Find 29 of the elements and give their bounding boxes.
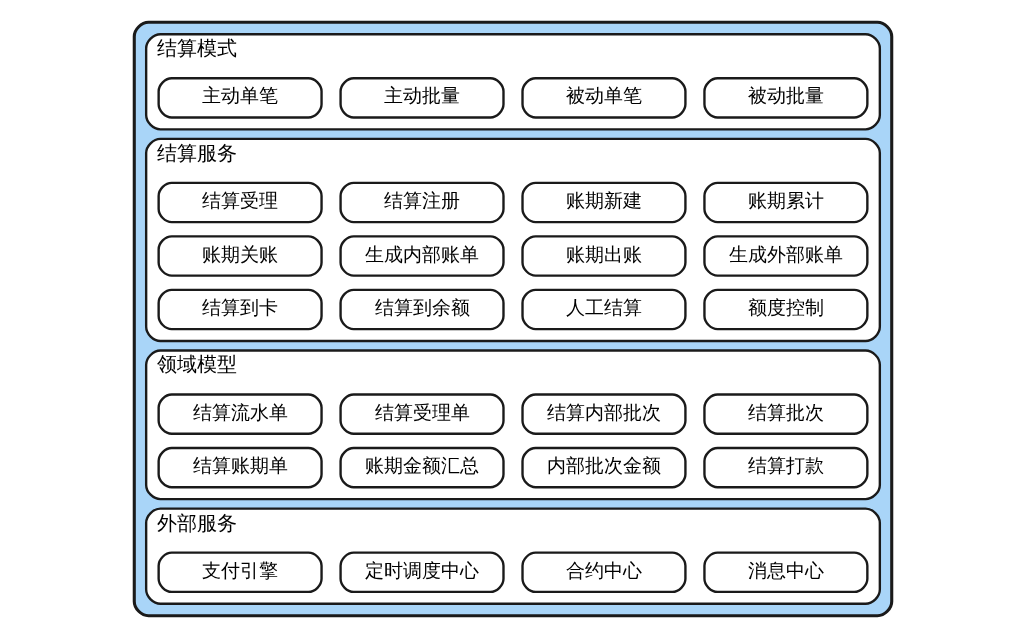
node-box: 被动批量	[702, 77, 869, 119]
node-box: 账期出账	[520, 235, 687, 277]
node-box: 合约中心	[520, 551, 687, 594]
node-box: 主动批量	[338, 77, 505, 119]
node-box: 结算注册	[338, 181, 505, 224]
node-box: 支付引擎	[156, 551, 323, 594]
node-box: 消息中心	[702, 551, 869, 594]
node-box: 结算流水单	[156, 393, 323, 435]
node-box: 内部批次金额	[520, 446, 687, 489]
node-box: 结算受理	[156, 181, 323, 224]
node-box: 人工结算	[520, 288, 687, 331]
node-box: 定时调度中心	[338, 551, 505, 594]
node-box: 结算打款	[702, 446, 869, 489]
node-box: 账期关账	[156, 235, 323, 277]
node-box: 结算批次	[702, 393, 869, 435]
node-box: 账期金额汇总	[338, 446, 505, 489]
node-box: 结算到卡	[156, 288, 323, 331]
node-box: 账期累计	[702, 181, 869, 224]
node-box: 主动单笔	[156, 77, 323, 119]
node-box: 结算受理单	[338, 393, 505, 435]
node-box: 生成外部账单	[702, 235, 869, 277]
node-box: 生成内部账单	[338, 235, 505, 277]
node-box: 被动单笔	[520, 77, 687, 119]
node-box: 结算账期单	[156, 446, 323, 489]
node-box: 额度控制	[702, 288, 869, 331]
node-box: 账期新建	[520, 181, 687, 224]
node-box: 结算内部批次	[520, 393, 687, 435]
node-box: 结算到余额	[338, 288, 505, 331]
cluster	[132, 20, 893, 618]
